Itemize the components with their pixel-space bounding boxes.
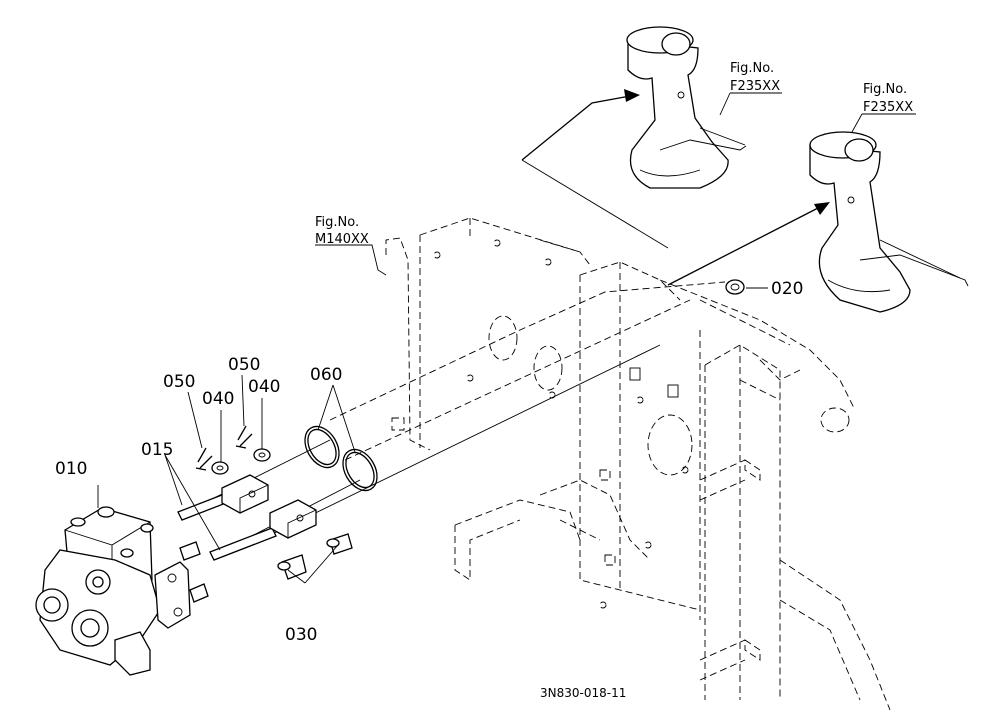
washers — [211, 448, 271, 475]
figure-reference-f235-right: Fig.No. F235XX — [863, 82, 913, 115]
figref-code: F235XX — [863, 100, 913, 115]
figure-reference-f235-upper: Fig.No. F235XX — [730, 61, 780, 94]
callout-015: 015 — [141, 440, 173, 460]
figref-title: Fig.No. — [315, 215, 359, 230]
brake-pedal-right — [809, 131, 969, 313]
callout-020: 020 — [771, 279, 803, 299]
figure-reference-m140: Fig.No. M140XX — [315, 215, 369, 247]
callout-040-left: 040 — [202, 389, 234, 409]
callout-labels: 010 015 020 030 040 040 050 050 060 — [55, 279, 803, 645]
callout-060: 060 — [310, 365, 342, 385]
clevis-pins — [277, 533, 353, 580]
nut — [725, 279, 745, 295]
callout-050-left: 050 — [163, 372, 195, 392]
figref-title: Fig.No. — [863, 82, 907, 97]
pedal-bracket-frame — [385, 217, 891, 711]
leader-lines — [97, 92, 916, 584]
brake-pedal-upper — [626, 26, 747, 189]
callout-040-right: 040 — [248, 377, 280, 397]
clevis-upper — [221, 474, 269, 514]
drawing-number: 3N830-018-11 — [540, 686, 626, 700]
reference-arrows — [521, 89, 830, 286]
master-cylinder — [35, 506, 209, 676]
figref-title: Fig.No. — [730, 61, 774, 76]
callout-010: 010 — [55, 459, 87, 479]
callout-050-right: 050 — [228, 355, 260, 375]
split-pins — [195, 425, 253, 471]
figref-code: F235XX — [730, 79, 780, 94]
clevis-lower — [269, 499, 317, 539]
callout-030: 030 — [285, 625, 317, 645]
o-rings — [304, 425, 378, 492]
figref-code: M140XX — [315, 232, 369, 247]
